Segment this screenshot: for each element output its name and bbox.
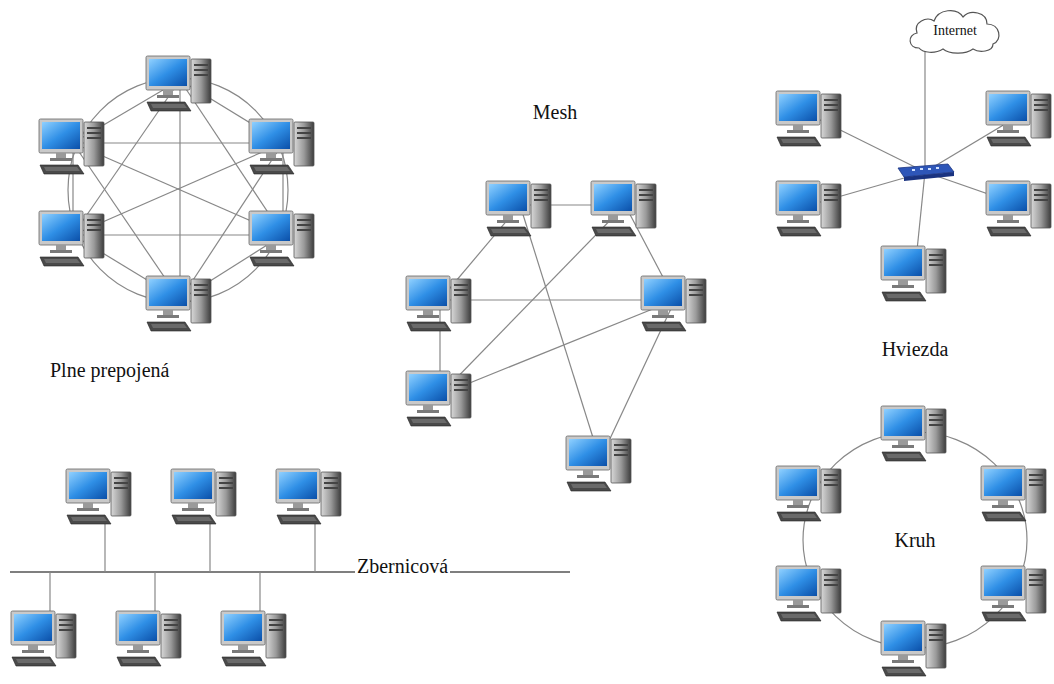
topology-label: Mesh [531, 100, 579, 124]
topology-label: Plne prepojená [48, 358, 171, 382]
network-switch [898, 164, 954, 181]
topology-label: Zbernicová [355, 554, 450, 578]
cloud-node: Internet [905, 4, 1005, 54]
cloud-label: Internet [905, 23, 1005, 39]
topology-label: Kruh [892, 528, 937, 552]
topology-label: Hviezda [880, 337, 951, 361]
computer-icons [11, 56, 1051, 676]
